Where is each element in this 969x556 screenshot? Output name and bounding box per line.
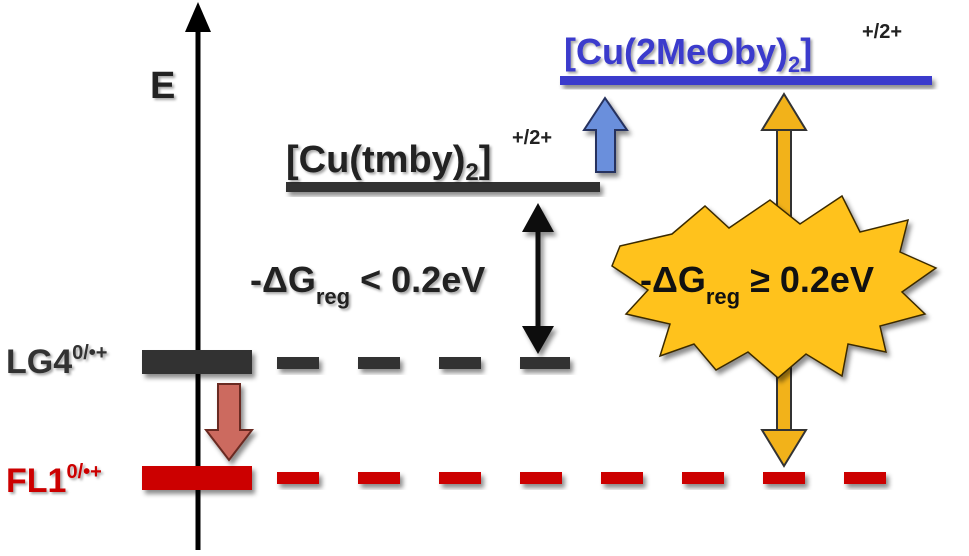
axis-arrowhead-icon — [185, 2, 211, 32]
energy-axis — [185, 2, 211, 550]
fl1-label: FL10/•+ — [6, 461, 102, 500]
axis-label: E — [150, 65, 175, 107]
lg4-dashed-line — [277, 357, 570, 369]
lg4-label: LG40/•+ — [6, 342, 108, 381]
down-arrow-icon — [203, 383, 255, 462]
cu-2meoby-charge: +/2+ — [862, 21, 902, 43]
lg4-level-bar — [142, 350, 252, 374]
cu-tmby-level-bar — [286, 182, 600, 192]
small-gap-label: -ΔGreg < 0.2eV — [250, 259, 485, 309]
fl1-dashed-line — [277, 472, 886, 484]
starburst-shape — [611, 194, 938, 379]
cu-tmby-charge: +/2+ — [512, 127, 552, 149]
cu-2meoby-label: [Cu(2MeOby)2] — [564, 31, 812, 77]
large-gap-label: -ΔGreg ≥ 0.2eV — [640, 259, 874, 309]
up-arrow-icon — [582, 96, 629, 173]
cu-2meoby-level-bar — [560, 76, 932, 85]
cu-tmby-label: [Cu(tmby)2] — [286, 139, 491, 186]
small-gap-double-arrow-icon — [522, 203, 554, 354]
fl1-level-bar — [142, 466, 252, 490]
